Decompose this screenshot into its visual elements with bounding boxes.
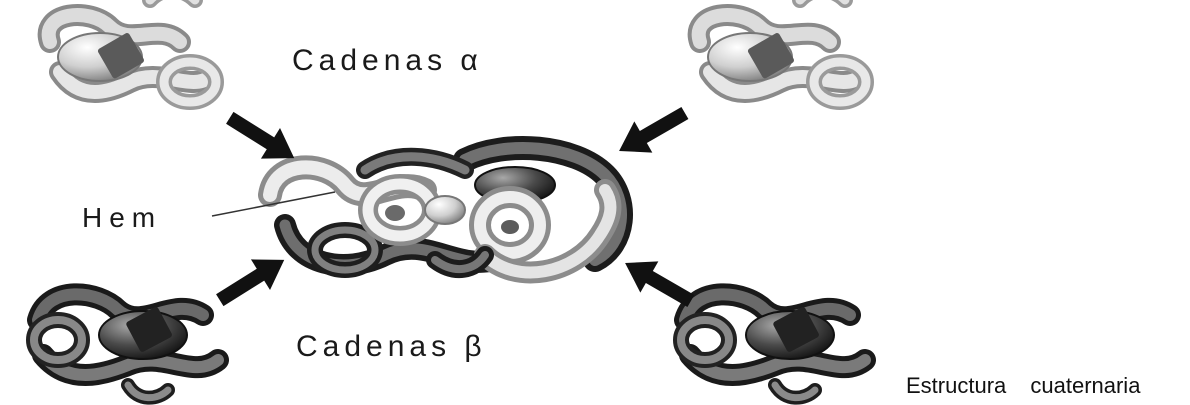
beta-subunit-bottom-left — [34, 294, 218, 397]
heme-label: Hem — [82, 202, 162, 234]
hemoglobin-tetramer — [270, 148, 621, 272]
beta-subunit-bottom-right — [681, 294, 865, 397]
arrow-icon — [616, 247, 700, 316]
beta-chains-label: Cadenas β — [296, 330, 487, 364]
alpha-subunit-top-right — [699, 0, 866, 102]
alpha-chains-label: Cadenas α — [292, 44, 483, 78]
arrow-icon — [610, 97, 694, 166]
figure-caption: Estructura cuaternaria — [906, 373, 1140, 399]
alpha-subunit-top-left — [49, 0, 216, 102]
arrow-icon — [210, 245, 294, 316]
